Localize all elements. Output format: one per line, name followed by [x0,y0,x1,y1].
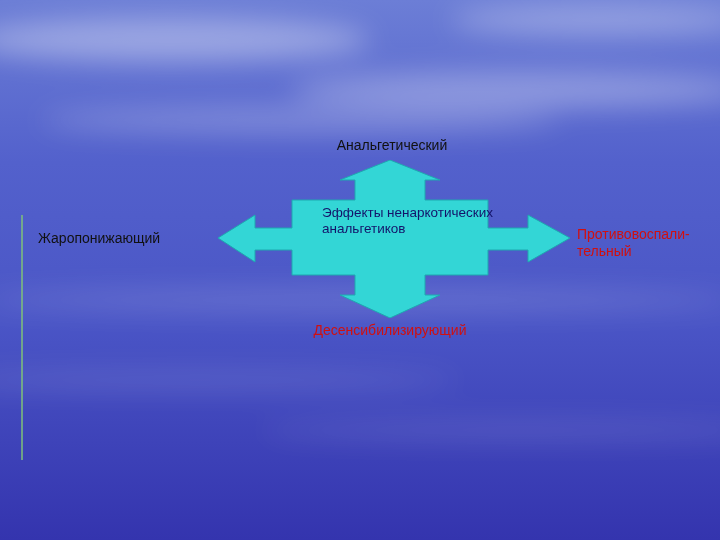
side-rule [21,215,23,460]
effect-label: Жаропонижающий [38,230,160,247]
effect-label: Десенсибилизирующий [314,322,467,339]
cross-arrow-outline [218,160,570,318]
node-text: Эффекты ненаркотических анальгетиков [322,205,502,237]
cross-arrow-shape: Эффекты ненаркотических анальгетиков [218,160,570,318]
cross-arrow-fill [218,160,570,318]
effect-label: Противовоспали- тельный [577,226,707,260]
effect-label: Анальгетический [337,137,448,154]
